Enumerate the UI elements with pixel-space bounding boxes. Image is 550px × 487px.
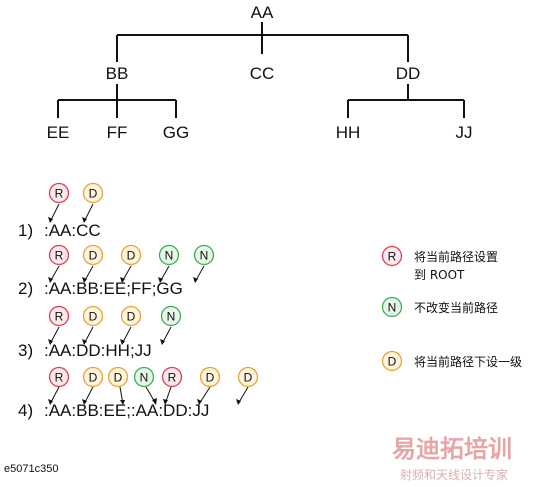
legend-item-label-line1: 不改变当前路径	[414, 300, 498, 315]
down-one-level-badge: D	[82, 366, 104, 405]
svg-text:D: D	[206, 371, 215, 385]
legend-item-symbol: D	[388, 355, 397, 369]
svg-text:D: D	[89, 371, 98, 385]
command-1-text: :AA:CC	[44, 221, 101, 240]
tree-node-cc: CC	[250, 64, 275, 83]
reset-root-badge	[381, 245, 403, 267]
svg-text:D: D	[127, 249, 136, 263]
svg-text:D: D	[114, 371, 123, 385]
down-one-level-badge	[381, 350, 403, 372]
reset-root-badge: R	[48, 182, 70, 223]
watermark-logo-text: 易迪拓培训	[392, 435, 512, 463]
legend-item-down-level: D 将当前路径下设一级	[381, 350, 522, 372]
tree-node-bb: BB	[106, 64, 129, 83]
command-4-number: 4)	[18, 401, 33, 420]
svg-text:N: N	[165, 249, 174, 263]
svg-text:R: R	[168, 371, 177, 385]
command-4: 4) :AA:BB:EE;:AA:DD:JJ R D D	[18, 366, 259, 420]
legend-item-label-line1: 将当前路径设置	[414, 249, 498, 264]
command-2-text: :AA:BB:EE;FF;GG	[44, 279, 183, 298]
command-1-number: 1)	[18, 221, 33, 240]
svg-text:D: D	[89, 249, 98, 263]
command-3-badges: R D D N	[48, 305, 182, 345]
command-3: 3) :AA:DD:HH;JJ R D D	[18, 305, 182, 360]
reset-root-badge: R	[48, 244, 70, 283]
svg-text:R: R	[55, 371, 64, 385]
reset-root-badge: R	[48, 366, 70, 405]
tree-node-ff: FF	[107, 123, 128, 142]
svg-text:D: D	[89, 187, 98, 201]
command-3-text: :AA:DD:HH;JJ	[44, 341, 152, 360]
tree-node-gg: GG	[163, 123, 189, 142]
command-3-number: 3)	[18, 341, 33, 360]
down-one-level-badge: D	[120, 244, 142, 283]
tree-node-root: AA	[251, 3, 274, 22]
command-1-badges: R D	[48, 182, 104, 223]
svg-text:R: R	[55, 310, 64, 324]
svg-text:D: D	[244, 371, 253, 385]
legend-item-symbol: N	[388, 301, 397, 315]
down-one-level-badge: D	[82, 244, 104, 283]
svg-text:R: R	[55, 249, 64, 263]
no-change-badge	[381, 296, 403, 318]
command-1: 1) :AA:CC R D	[18, 182, 104, 240]
tree-node-dd: DD	[396, 64, 421, 83]
legend-item-label-line2: 到 ROOT	[414, 268, 465, 282]
legend: R 将当前路径设置 到 ROOT N 不改变当前路径 D 将当前路径下设一级	[381, 245, 522, 372]
svg-text:N: N	[167, 310, 176, 324]
down-one-level-badge: D	[197, 366, 221, 405]
figure-id: e5071c350	[4, 463, 58, 475]
reset-root-badge: R	[161, 366, 183, 405]
tree-node-ee: EE	[47, 123, 70, 142]
legend-item-symbol: R	[388, 250, 397, 264]
svg-text:D: D	[89, 310, 98, 324]
down-one-level-badge: D	[120, 305, 142, 345]
svg-text:N: N	[140, 371, 149, 385]
down-one-level-badge: D	[107, 366, 129, 405]
no-change-badge: N	[160, 305, 182, 345]
no-change-badge: N	[133, 366, 157, 405]
command-2-badges: R D D N	[48, 244, 215, 283]
tree-node-jj: JJ	[456, 123, 473, 142]
legend-item-label-line1: 将当前路径下设一级	[414, 354, 522, 369]
reset-root-badge: R	[48, 305, 70, 345]
no-change-badge: N	[158, 244, 180, 283]
command-2-number: 2)	[18, 279, 33, 298]
svg-text:R: R	[55, 187, 64, 201]
legend-item-no-change: N 不改变当前路径	[381, 296, 498, 318]
command-4-badges: R D D N	[48, 366, 259, 405]
command-2: 2) :AA:BB:EE;FF;GG R D D	[18, 244, 215, 298]
legend-item-reset-root: R 将当前路径设置 到 ROOT	[381, 245, 498, 282]
tree-node-hh: HH	[336, 123, 361, 142]
tree-connectors	[57, 22, 465, 118]
svg-text:D: D	[127, 310, 136, 324]
down-one-level-badge: D	[82, 182, 104, 223]
watermark-tagline: 射频和天线设计专家	[400, 467, 508, 482]
down-one-level-badge: D	[82, 305, 104, 345]
svg-text:N: N	[200, 249, 209, 263]
no-change-badge: N	[193, 244, 215, 283]
command-4-text: :AA:BB:EE;:AA:DD:JJ	[44, 401, 209, 420]
down-one-level-badge: D	[236, 366, 259, 405]
